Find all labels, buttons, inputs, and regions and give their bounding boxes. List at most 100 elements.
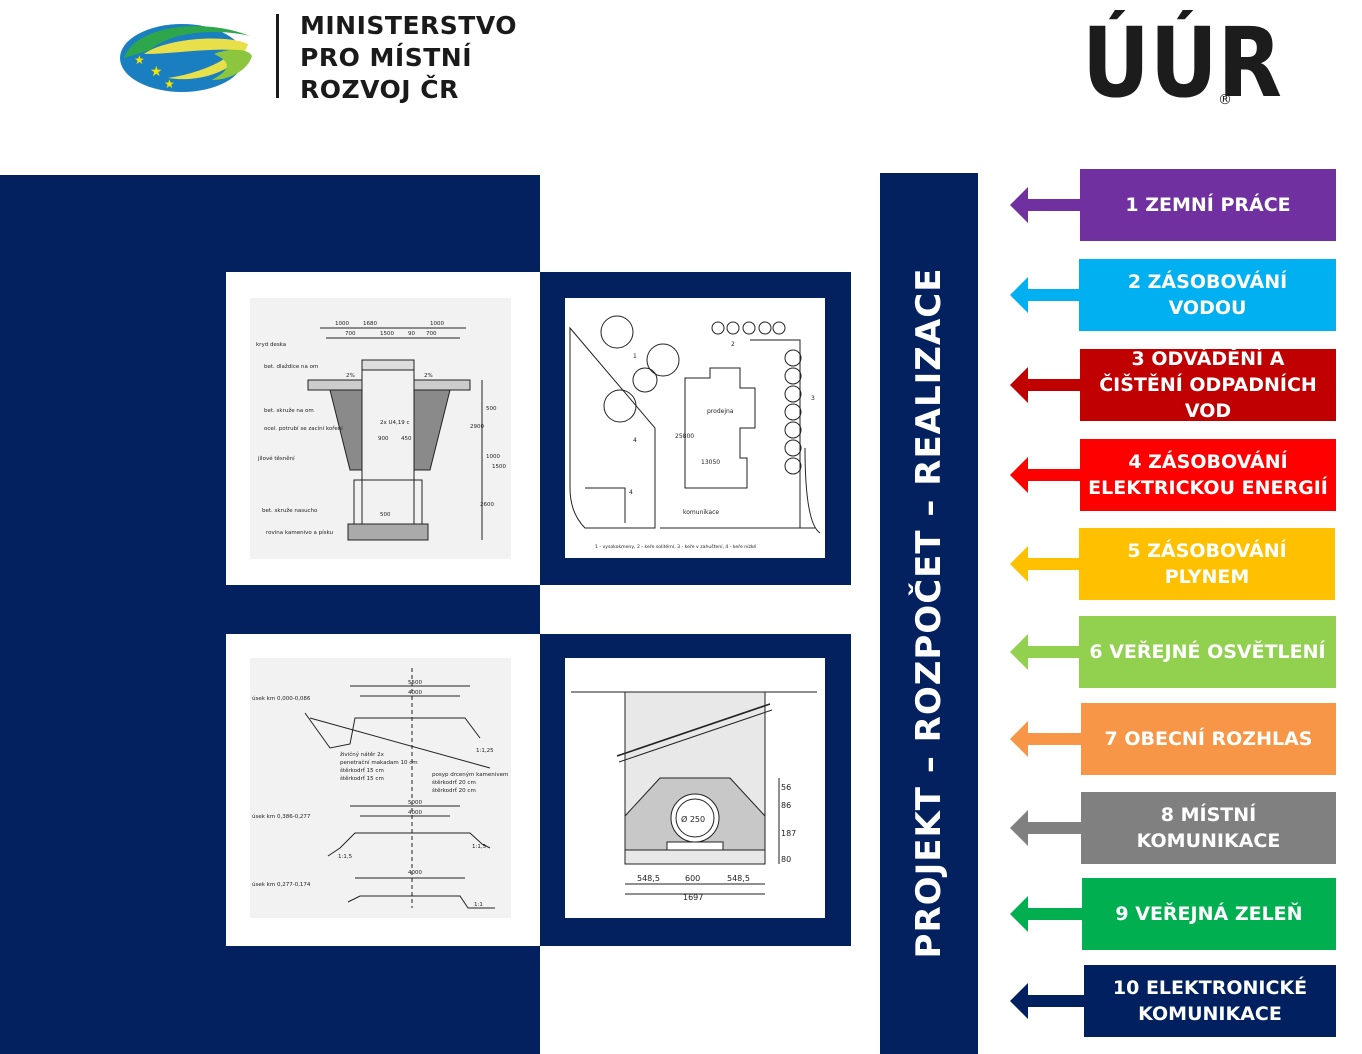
drawing3-note: posyp drceným kamenivem	[432, 771, 508, 778]
drawing1-dim: 2%	[346, 373, 355, 379]
drawing1-dim: 1500	[492, 464, 506, 470]
drawing2-label: 25800	[675, 433, 694, 440]
category-10: 10 ELEKTRONICKÉ KOMUNIKACE	[1084, 965, 1336, 1037]
uur-registered-mark: ®	[1218, 92, 1232, 105]
category-9: 9 VEŘEJNÁ ZELEŇ	[1082, 878, 1336, 950]
drawing4-label: Ø 250	[681, 814, 705, 824]
ministry-line-3: ROZVOJ ČR	[300, 75, 459, 104]
drawing3-label: úsek km 0,386-0,277	[252, 813, 311, 820]
drawing3-dim: 5000	[408, 800, 422, 806]
uur-logo-text: ÚÚR	[1082, 10, 1282, 105]
ministry-logo-icon: ★ ★ ★	[120, 24, 252, 92]
category-3: 3 ODVÁDĚNÍ A ČIŠTĚNÍ ODPADNÍCH VOD	[1080, 348, 1336, 422]
category-arrow-icon	[1010, 983, 1084, 1019]
drawing1-dim: 1000	[430, 321, 444, 327]
drawing2-label: prodejna	[707, 408, 734, 415]
drawing2-label: 2	[731, 341, 735, 348]
vertical-title: PROJEKT – ROZPOČET – REALIZACE	[909, 267, 949, 959]
drawing1-label: bet. dlaždice na om	[264, 363, 318, 370]
drawing1-dim: 2600	[480, 502, 494, 508]
category-8: 8 MÍSTNÍ KOMUNIKACE	[1081, 792, 1336, 864]
drawing1-dim: 2x U4,19 c	[380, 420, 410, 426]
category-6: 6 VEŘEJNÉ OSVĚTLENÍ	[1079, 616, 1336, 688]
ministry-line-1: MINISTERSTVO	[300, 11, 518, 40]
drawing1-dim: 1680	[363, 321, 377, 327]
drawing3-dim: 1:1,5	[338, 854, 353, 860]
drawing1-dim: 700	[426, 331, 437, 337]
drawing4-dim: 548,5	[637, 874, 660, 883]
svg-text:★: ★	[134, 53, 145, 67]
category-arrow-icon	[1010, 546, 1079, 582]
category-7: 7 OBECNÍ ROZHLAS	[1081, 703, 1336, 775]
drawing4-dim: 187	[781, 829, 796, 838]
drawing1-label: rovina kamenivo a písku	[266, 529, 333, 536]
drawing1-dim: 500	[380, 512, 391, 518]
category-5: 5 ZÁSOBOVÁNÍ PLYNEM	[1079, 528, 1335, 600]
drawing1-label: bet. skruže nasucho	[262, 507, 318, 514]
drawing4-dim: 1697	[683, 893, 703, 902]
drawing1-dim: 500	[486, 406, 497, 412]
drawing3-label: úsek km 0,000-0,086	[252, 695, 311, 702]
drawing2-legend: 1 - vysokokmeny, 2 - keře solitérní, 3 -…	[595, 543, 756, 550]
drawing1-dim: 900	[378, 436, 389, 442]
drawing4-dim: 80	[781, 855, 791, 864]
category-arrow-icon	[1010, 457, 1080, 493]
category-arrow-icon	[1010, 187, 1080, 223]
drawing-pipe-trench: 548,5 600 548,5 1697 56 86 187 80 Ø 250	[565, 658, 825, 918]
drawing1-label: kryd deska	[256, 342, 286, 348]
drawing3-dim: 5500	[408, 680, 422, 686]
svg-text:★: ★	[150, 64, 163, 80]
drawing3-note: štěrkodrť 20 cm	[432, 787, 476, 794]
drawing3-note: penetrační makadam 10 cm	[340, 759, 418, 766]
drawing-road-sections: 5500 4000 úsek km 0,000-0,086 úsek km 0,…	[250, 658, 511, 918]
category-4: 4 ZÁSOBOVÁNÍ ELEKTRICKOU ENERGIÍ	[1080, 439, 1336, 511]
drawing2-label: 1	[633, 353, 637, 360]
drawing4-dim: 600	[685, 874, 700, 883]
category-2: 2 ZÁSOBOVÁNÍ VODOU	[1079, 259, 1336, 331]
drawing1-dim: 450	[401, 436, 412, 442]
drawing1-dim: 1000	[335, 321, 349, 327]
category-arrow-icon	[1010, 277, 1079, 313]
drawing2-label: 4	[633, 437, 637, 444]
drawing3-dim: 4000	[408, 870, 422, 876]
ministry-line-2: PRO MÍSTNÍ	[300, 43, 472, 72]
drawing1-dim: 1000	[486, 454, 500, 460]
drawing3-dim: 4000	[408, 810, 422, 816]
category-arrow-icon	[1010, 810, 1081, 846]
drawing4-dim: 86	[781, 801, 791, 810]
drawing1-dim: 90	[408, 331, 415, 337]
drawing1-dim: 1500	[380, 331, 394, 337]
drawing3-note: štěrkodrť 15 cm	[340, 767, 384, 774]
category-arrow-icon	[1010, 634, 1079, 670]
drawing3-dim: 1:1	[474, 902, 483, 908]
drawing3-note: štěrkodrť 15 cm	[340, 775, 384, 782]
category-arrow-icon	[1010, 896, 1082, 932]
vertical-title-band: PROJEKT – ROZPOČET – REALIZACE	[880, 173, 978, 1054]
drawing1-dim: 2%	[424, 373, 433, 379]
header-divider	[276, 14, 279, 98]
drawing3-dim: 4000	[408, 690, 422, 696]
drawing1-dim: 700	[345, 331, 356, 337]
drawing3-label: úsek km 0,277-0,174	[252, 881, 311, 888]
drawing2-label: komunikace	[683, 509, 719, 516]
drawing2-label: 13050	[701, 459, 720, 466]
drawing1-dim: 2900	[470, 424, 484, 430]
drawing2-label: 4	[629, 489, 633, 496]
category-arrow-icon	[1010, 367, 1080, 403]
drawing3-dim: 1:1,25	[476, 748, 494, 754]
drawing3-dim: 1:1,5	[472, 844, 487, 850]
drawing2-label: 3	[811, 395, 815, 402]
svg-text:★: ★	[164, 77, 175, 91]
drawing1-label: bet. skruže na om	[264, 407, 314, 414]
drawing4-dim: 56	[781, 783, 791, 792]
drawing4-dim: 548,5	[727, 874, 750, 883]
drawing3-note: živičný nátěr 2x	[340, 751, 385, 758]
uur-logo: ÚÚR ®	[1082, 10, 1282, 105]
drawing-site-plan: 1 2 3 4 4 prodejna 13050 25800 komunikac…	[565, 298, 825, 558]
drawing3-note: štěrkodrť 20 cm	[432, 779, 476, 786]
drawing1-label: jílové těsnění	[257, 455, 295, 462]
drawing-well-section: 1000 1680 1000 700 1500 90 700 kryd desk…	[250, 298, 511, 559]
drawing1-label: ocel. potrubí se zacíní koření	[264, 425, 343, 432]
category-arrow-icon	[1010, 721, 1081, 757]
ministry-name: MINISTERSTVO PRO MÍSTNÍ ROZVOJ ČR	[300, 10, 517, 106]
